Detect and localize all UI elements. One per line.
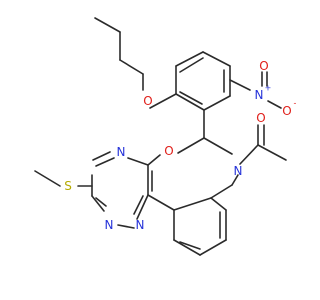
nitro-oxygen-top-label: O (259, 59, 268, 73)
bonds (34, 17, 287, 256)
molecule-structure: O N + O O - O O N N S N N (0, 0, 300, 300)
nitro-nitrogen-charge: + (265, 84, 272, 93)
nitro-nitrogen-label: N (255, 88, 264, 102)
ether-oxygen-label: O (143, 94, 152, 108)
amide-nitrogen-label: N (234, 164, 243, 178)
nitro-oxygen-charge: - (294, 99, 297, 108)
thio-sulfur-label: S (64, 179, 72, 193)
ring-oxygen-label: O (164, 144, 173, 158)
triazine-nitrogen-bottom-right-label: N (136, 218, 145, 232)
triazine-nitrogen-bottom-left-label: N (105, 218, 114, 232)
carbonyl-oxygen-label: O (256, 111, 265, 125)
triazine-nitrogen-top-label: N (117, 145, 126, 159)
atom-labels: O N + O O - O O N N S N N (64, 59, 296, 232)
nitro-oxygen-bottom-label: O (282, 104, 291, 118)
background (0, 0, 300, 300)
